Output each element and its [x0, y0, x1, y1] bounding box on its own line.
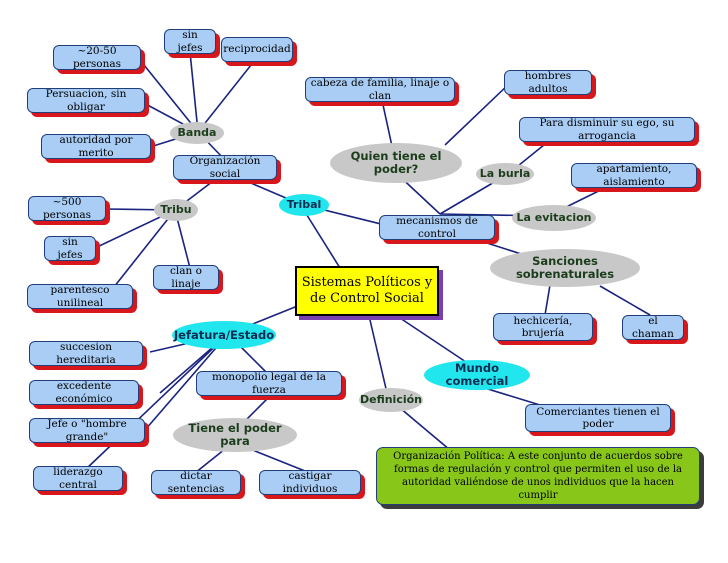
banda-item-autoridad: autoridad por merito	[41, 134, 151, 159]
quien-item-hombres-adultos: hombres adultos	[504, 70, 592, 95]
banda-item-20-50-personas: ~20-50 personas	[53, 45, 141, 70]
banda-item-sin-jefes: sin jefes	[164, 29, 216, 54]
tribal-node: Tribal	[279, 194, 329, 216]
tiene-poder-para-node: Tiene el poder para	[173, 418, 297, 452]
mundo-comercial-node: Mundo comercial	[424, 360, 530, 390]
jefatura-item-excedente: excedente económico	[29, 380, 139, 405]
tribu-item-parentesco: parentesco unilineal	[27, 284, 133, 309]
sanciones-item-chaman: el chaman	[622, 315, 684, 340]
tribu-node: Tribu	[154, 199, 198, 221]
jefatura-estado-node: Jefatura/Estado	[172, 321, 276, 349]
tribu-item-sin-jefes: sin jefes	[44, 236, 96, 261]
la-evitacion-node: La evitacion	[512, 205, 596, 231]
banda-item-reciprocidad: reciprocidad	[221, 37, 293, 62]
la-burla-node: La burla	[476, 163, 534, 185]
banda-node: Banda	[170, 122, 224, 144]
burla-item-ego: Para disminuir su ego, su arrogancia	[519, 117, 695, 142]
sanciones-sobrenaturales-node: Sanciones sobrenaturales	[490, 249, 640, 287]
definicion-node: Definición	[359, 388, 423, 412]
mecanismos-control-box: mecanismos de control	[379, 215, 495, 240]
quien-item-cabeza-familia: cabeza de familia, linaje o clan	[305, 77, 455, 102]
banda-item-persuacion: Persuacion, sin obligar	[27, 88, 145, 113]
jefatura-item-liderazgo: liderazgo central	[33, 466, 123, 491]
tiene-item-castigar-individuos: castigar individuos	[259, 470, 361, 495]
organizacion-social-box: Organización social	[173, 155, 277, 180]
evitacion-item-aislamiento: apartamiento, aislamiento	[571, 163, 697, 188]
jefatura-item-jefe-hombre-grande: Jefe o "hombre grande"	[29, 418, 145, 443]
tribu-item-500-personas: ~500 personas	[28, 196, 106, 221]
mundo-item-comerciantes: Comerciantes tienen el poder	[525, 404, 671, 432]
tiene-item-dictar-sentencias: dictar sentencias	[151, 470, 241, 495]
sanciones-item-hechiceria: hechicería, brujería	[493, 313, 593, 341]
quien-tiene-poder-node: Quien tiene el poder?	[330, 143, 462, 183]
jefatura-item-succesion: succesion hereditaria	[29, 341, 143, 366]
central-topic: Sistemas Políticos y de Control Social	[295, 266, 439, 316]
tribu-item-clan-linaje: clan o linaje	[153, 265, 219, 290]
definicion-text-box: Organización Política: A este conjunto d…	[376, 447, 700, 505]
jefatura-item-monopolio: monopolio legal de la fuerza	[196, 371, 342, 396]
